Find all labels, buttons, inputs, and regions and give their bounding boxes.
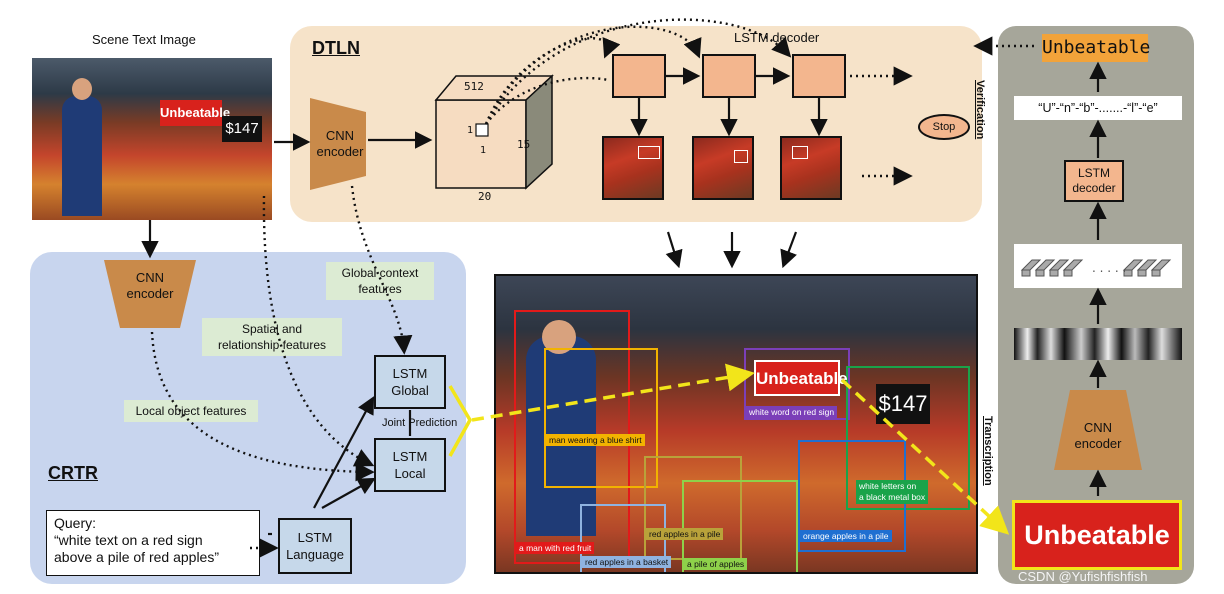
yellow-prediction-arrow (471, 363, 755, 422)
attention-arc-1 (484, 37, 621, 125)
result-sign: Unbeatable (754, 360, 848, 396)
global-context-box: Global context features (326, 262, 434, 300)
attention-crop-3 (780, 136, 842, 200)
crtr-cnn-encoder-label: CNN encoder (126, 270, 174, 301)
scene-image: Unbeatable $147 (32, 58, 272, 220)
feature-cube (434, 74, 554, 190)
svg-text:. . . . .: . . . . . (1092, 261, 1126, 275)
feature-sequence-icon: . . . . . (1020, 259, 1172, 277)
tag-white-letters: white letters on a black metal box (856, 480, 929, 504)
arrow-language-global (313, 396, 375, 509)
scene-sign: Unbeatable (160, 100, 230, 126)
cube-depth-label: 512 (464, 80, 484, 93)
tag-blue-shirt: man wearing a blue shirt (546, 434, 645, 446)
decoder-cell-2 (702, 54, 756, 98)
dotted-spatial-features (262, 195, 375, 467)
joint-prediction-label: Joint Prediction (382, 417, 458, 429)
attention-arc-3 (484, 18, 792, 125)
tag-red-apples-pile: red apples in a pile (646, 528, 724, 540)
crtr-cnn-encoder-shape (104, 260, 196, 328)
box-blue-shirt (544, 348, 658, 488)
feature-sequence-strip: . . . . . (1014, 244, 1182, 288)
box-pile-of-apples (682, 480, 798, 572)
dtln-cnn-encoder-shape (310, 98, 366, 190)
dotted-global-features (350, 185, 413, 355)
feature-map-strip (1014, 328, 1182, 360)
attention-crop-2 (692, 136, 754, 200)
cube-height-label: 15 (517, 138, 531, 151)
right-lstm-decoder: LSTM decoder (1064, 160, 1124, 202)
yellow-joint-bracket (448, 385, 473, 457)
lstm-local: LSTM Local (374, 438, 446, 492)
attention-crop-1 (602, 136, 664, 200)
dtln-title: DTLN (312, 38, 360, 58)
grounding-result-image: Unbeatable $147 man wearing a blue shirt… (494, 274, 978, 574)
box-white-letters (846, 366, 970, 510)
man-head (72, 78, 92, 100)
tag-white-word: white word on red sign (746, 406, 838, 418)
decoder-cell-3 (792, 54, 846, 98)
cube-unit-label-a: 1 (467, 125, 474, 136)
tag-red-apples-basket: red apples in a basket (582, 556, 672, 568)
tag-pile-of-apples: a pile of apples (684, 558, 748, 570)
dtln-cnn-encoder-label: CNN encoder (316, 128, 364, 159)
right-cnn-encoder-label: CNN encoder (1074, 420, 1122, 451)
lstm-global: LSTM Global (374, 355, 446, 409)
arrow-language-local (321, 477, 376, 509)
tag-orange-apples: orange apples in a pile (800, 530, 892, 542)
watermark: CSDN @Yufishfishfish (1018, 569, 1148, 584)
dotted-local-features (150, 331, 375, 482)
right-cnn-encoder-shape (1054, 390, 1142, 470)
lstm-language: LSTM Language (278, 518, 352, 574)
scene-image-label: Scene Text Image (92, 32, 196, 47)
char-sequence: “U”-“n”-“b”-.......-“l”-“e” (1014, 96, 1182, 120)
attention-arc-4 (485, 76, 609, 125)
attention-arc-2 (484, 25, 702, 125)
result-price-box: $147 (876, 384, 930, 424)
cropped-word-image: Unbeatable (1012, 500, 1182, 570)
query-box: Query: “white text on a red sign above a… (46, 510, 260, 576)
stop-node: Stop (918, 114, 970, 140)
local-object-box: Local object features (124, 400, 258, 422)
yellow-crop-arrow (840, 378, 1010, 535)
output-word: Unbeatable (1042, 34, 1150, 62)
crtr-title: CRTR (48, 463, 98, 483)
decoder-cell-1 (612, 54, 666, 98)
spatial-relationship-box: Spatial and relationship features (202, 318, 342, 356)
man-figure (62, 96, 102, 216)
cube-unit-label-b: 1 (480, 145, 487, 156)
arrow-crop3-result (780, 231, 798, 269)
cube-width-label: 20 (478, 190, 492, 203)
scene-price: $147 (222, 116, 262, 142)
arrow-crop1-result (665, 231, 683, 269)
tag-man-red-fruit: a man with red fruit (516, 542, 595, 554)
